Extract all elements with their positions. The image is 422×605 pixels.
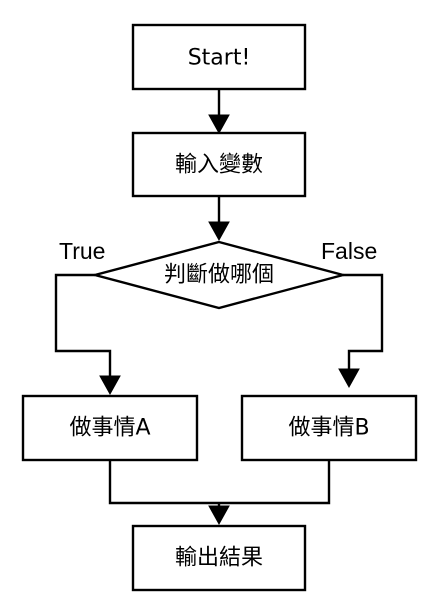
input-node: 輸入變數: [131, 131, 307, 198]
start-node: Start!: [131, 23, 307, 91]
edge-task-a-to-merge: [108, 460, 219, 505]
arrowhead-decision-to-task-a: [99, 375, 121, 396]
false-branch-label: False: [321, 238, 377, 264]
edge-decision-to-task-a: [54, 273, 112, 378]
true-branch-label: True: [59, 238, 105, 264]
edge-decision-to-task-b: [343, 273, 384, 371]
output-node: 輸出結果: [131, 524, 307, 592]
task-b-node: 做事情B: [240, 394, 418, 462]
arrowhead-start-to-input: [208, 114, 230, 135]
task-a-node-label: 做事情A: [69, 416, 150, 441]
edge-task-b-to-merge: [219, 460, 331, 505]
start-node-label: Start!: [188, 46, 251, 71]
input-node-label: 輸入變數: [175, 153, 263, 178]
arrowhead-decision-to-task-b: [338, 368, 360, 389]
arrowhead-input-to-decision: [208, 221, 230, 242]
output-node-label: 輸出結果: [175, 546, 263, 571]
decision-node-label: 判斷做哪個: [164, 263, 274, 288]
task-b-node-label: 做事情B: [288, 416, 369, 441]
decision-node: 判斷做哪個: [90, 240, 348, 310]
edges: [54, 89, 384, 526]
task-a-node: 做事情A: [21, 394, 199, 462]
arrowhead-merge-to-output: [208, 505, 230, 526]
